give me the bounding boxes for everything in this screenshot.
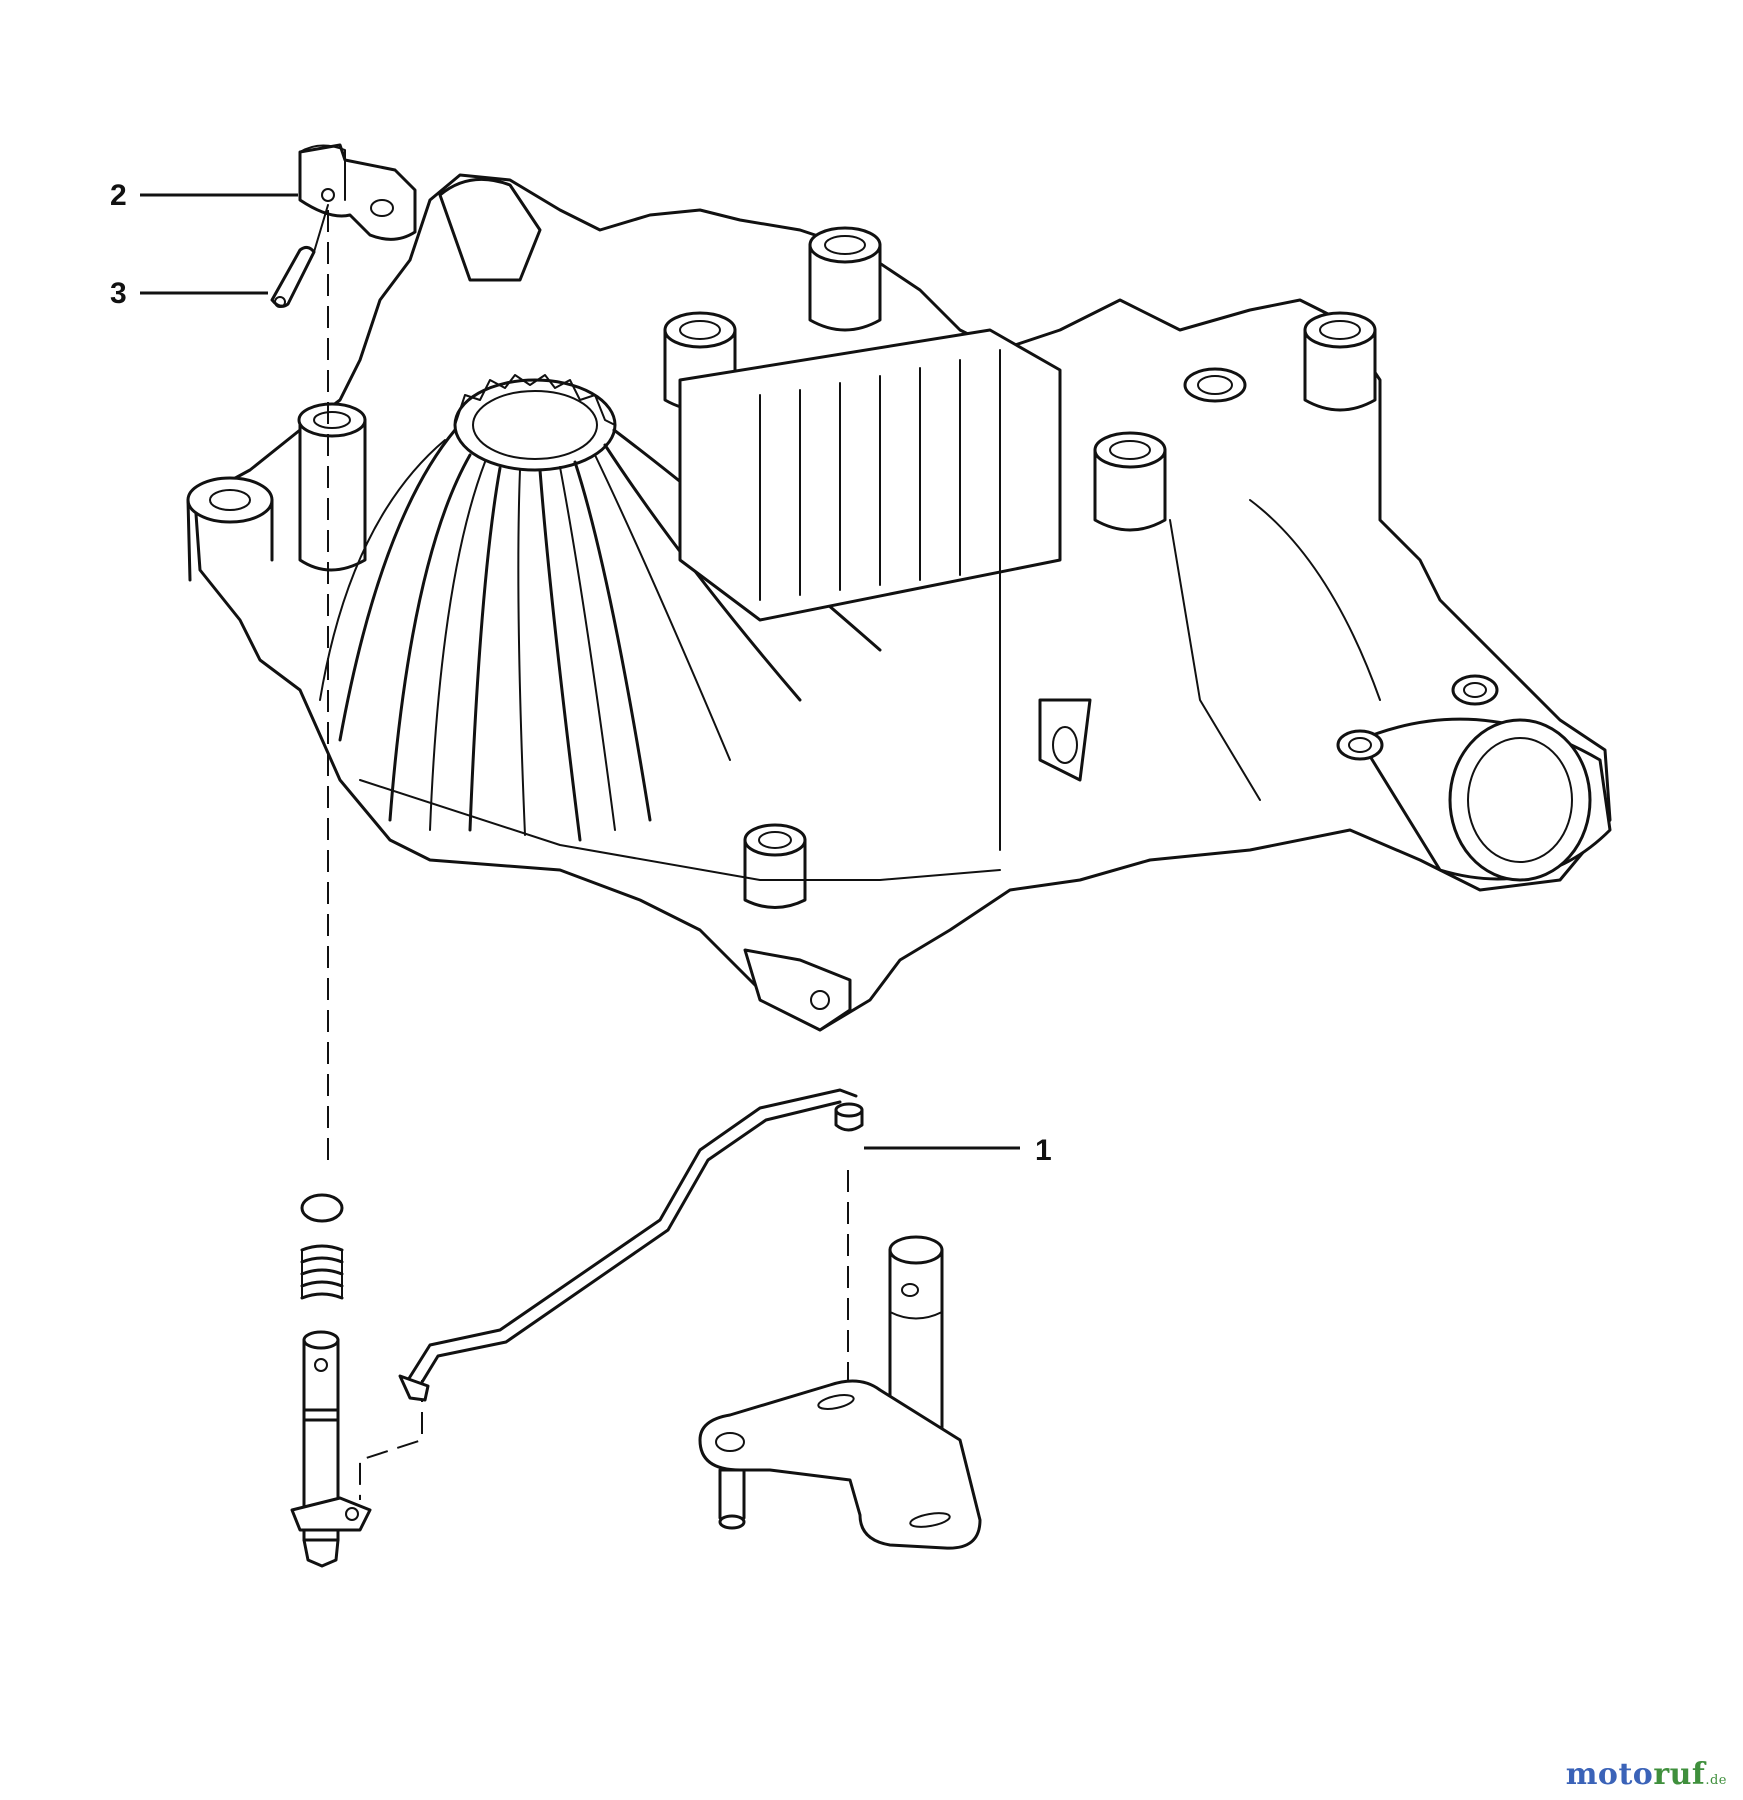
watermark-suffix: .de [1705,1773,1727,1788]
callout-1: 1 [864,1134,1052,1167]
motoruf-watermark: motoruf.de [1566,1757,1727,1792]
callout-label-1: 1 [1035,1134,1052,1167]
part-3-pin [270,204,329,308]
callout-label-3: 3 [110,277,127,310]
transaxle-housing [186,173,1612,1032]
watermark-part-moto: moto [1565,1757,1654,1792]
watermark-part-ruf: ruf [1653,1757,1706,1792]
part-2-bracket [298,143,417,241]
callout-label-2: 2 [110,179,127,212]
callout-2: 2 [110,179,298,212]
callout-3: 3 [110,277,268,310]
shift-arm-assembly [698,1235,982,1550]
assembly-centerlines [327,210,849,1500]
part-1-linkage-rod [398,1088,864,1402]
control-shaft-assembly [290,1193,372,1568]
